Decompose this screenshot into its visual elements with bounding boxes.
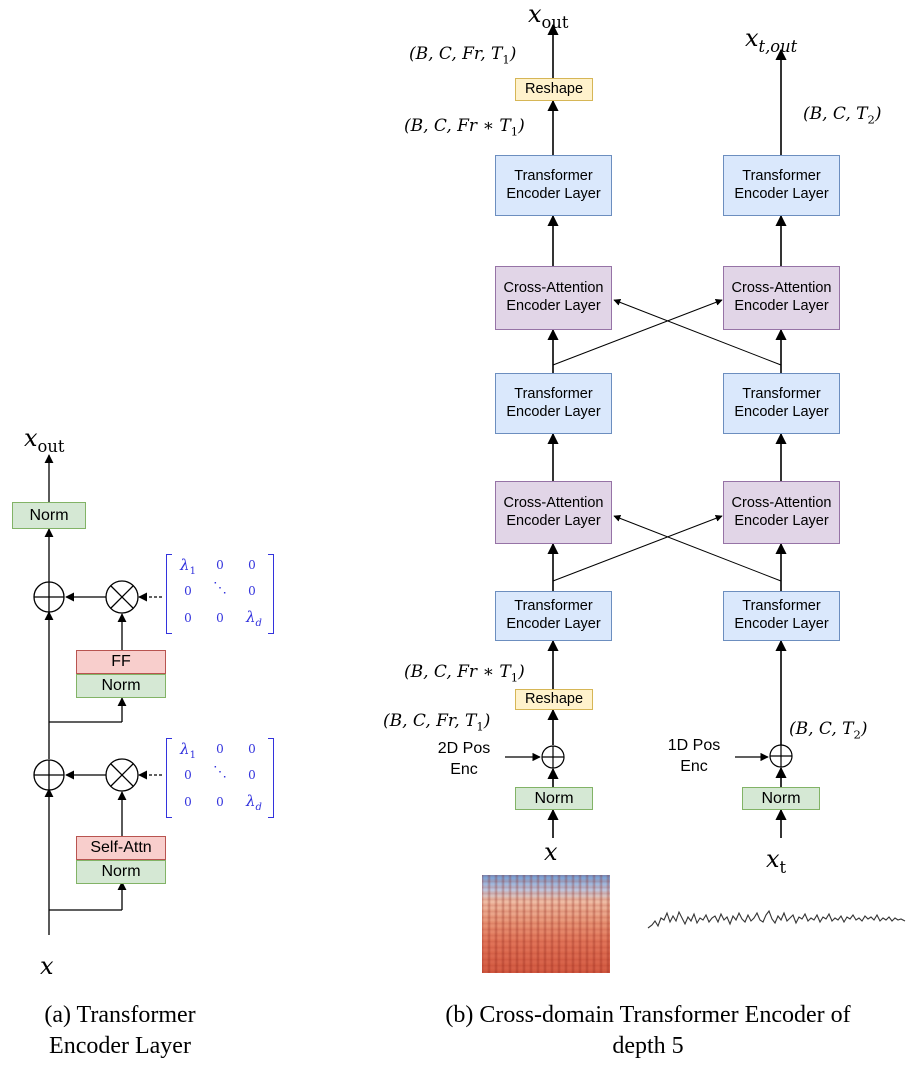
- left-top-norm: Norm: [12, 502, 86, 529]
- cross-connections: [552, 298, 782, 582]
- self-attn-norm: Norm: [76, 860, 166, 884]
- ff-block: FF: [76, 650, 166, 674]
- reshape-bottom: Reshape: [515, 689, 593, 710]
- shape-label-bottom-after: (B, C, Fr ∗ T1): [404, 662, 525, 685]
- left-input-label: x: [40, 952, 54, 980]
- waveform-icon: [647, 909, 906, 929]
- layer-scale-multiply-lower: [105, 758, 139, 792]
- shape-label-top-after: (B, C, Fr, T1): [409, 44, 517, 67]
- layer-scale-matrix-lower: λ1 0 0 0 ⋱ 0 0 0 λd: [166, 738, 274, 818]
- spec-input-label: x: [544, 838, 558, 866]
- timeseries-norm: Norm: [742, 787, 820, 810]
- residual-add-lower: [33, 759, 65, 791]
- layer-scale-matrix-upper: λ1 0 0 0 ⋱ 0 0 0 λd: [166, 554, 274, 634]
- shape-label-right-bottom: (B, C, T2): [789, 719, 868, 742]
- ff-norm: Norm: [76, 674, 166, 698]
- shape-label-right-top: (B, C, T2): [803, 104, 882, 127]
- self-attn-block: Self-Attn: [76, 836, 166, 860]
- spectrogram-image: [482, 875, 610, 973]
- spec-norm: Norm: [515, 787, 593, 810]
- spec-output-label: xout: [528, 0, 569, 32]
- left-panel-lines: [44, 454, 162, 935]
- reshape-top: Reshape: [515, 78, 593, 101]
- shape-label-top-before: (B, C, Fr ∗ T1): [404, 116, 525, 139]
- timeseries-input-label: xt: [766, 845, 787, 877]
- layer-scale-multiply-upper: [105, 580, 139, 614]
- residual-add-upper: [33, 581, 65, 613]
- shape-label-bottom-before: (B, C, Fr, T1): [383, 711, 491, 734]
- pos-enc-add-2d: [541, 745, 565, 769]
- timeseries-output-label: xt,out: [745, 24, 798, 56]
- left-output-label: xout: [24, 424, 65, 456]
- pos-enc-add-1d: [769, 744, 793, 768]
